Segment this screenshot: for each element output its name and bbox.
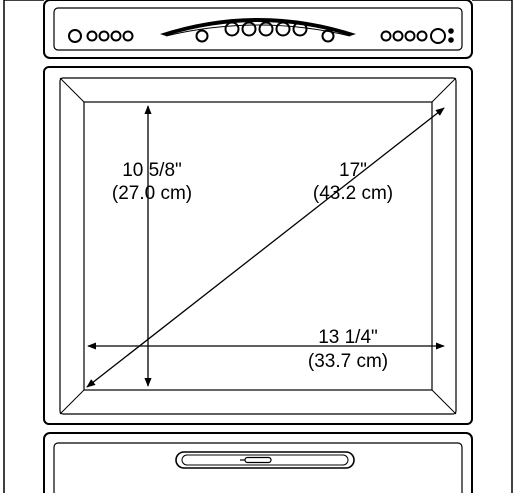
power-button[interactable] (68, 29, 82, 43)
center-button-2[interactable] (241, 21, 257, 37)
right-button-group (380, 28, 454, 44)
button-4[interactable] (122, 30, 134, 42)
height-metric-label: (27.0 cm) (112, 183, 192, 204)
center-button-right[interactable] (321, 29, 335, 43)
button-2[interactable] (98, 30, 110, 42)
center-button-group (195, 21, 335, 43)
button-1[interactable] (86, 30, 98, 42)
button-6[interactable] (392, 30, 404, 42)
button-3[interactable] (110, 30, 122, 42)
diagonal-label: 17" (339, 160, 367, 181)
button-7[interactable] (404, 30, 416, 42)
bottom-panel (43, 432, 473, 493)
center-button-5[interactable] (292, 21, 308, 37)
release-latch[interactable] (175, 451, 355, 469)
latch-icon (244, 456, 272, 464)
center-button-left[interactable] (195, 29, 209, 43)
left-button-group (68, 29, 134, 43)
center-button-3[interactable] (258, 21, 274, 37)
device-frame (3, 0, 513, 493)
width-metric-label: (33.7 cm) (308, 351, 388, 372)
screen-area (83, 101, 433, 391)
dial-button[interactable] (430, 28, 446, 44)
center-button-4[interactable] (275, 21, 291, 37)
diagonal-arrow (86, 107, 445, 388)
height-label: 10 5/8" (122, 160, 182, 181)
diagonal-metric-label: (43.2 cm) (313, 183, 393, 204)
width-label: 13 1/4" (318, 327, 378, 348)
panel-arc (160, 18, 356, 36)
indicator-dot-top (448, 28, 454, 34)
monitor-bezel (43, 66, 473, 425)
center-button-1[interactable] (224, 21, 240, 37)
top-control-panel (43, 0, 473, 59)
indicator-dot-bottom (448, 37, 454, 43)
button-8[interactable] (416, 30, 428, 42)
button-5[interactable] (380, 30, 392, 42)
